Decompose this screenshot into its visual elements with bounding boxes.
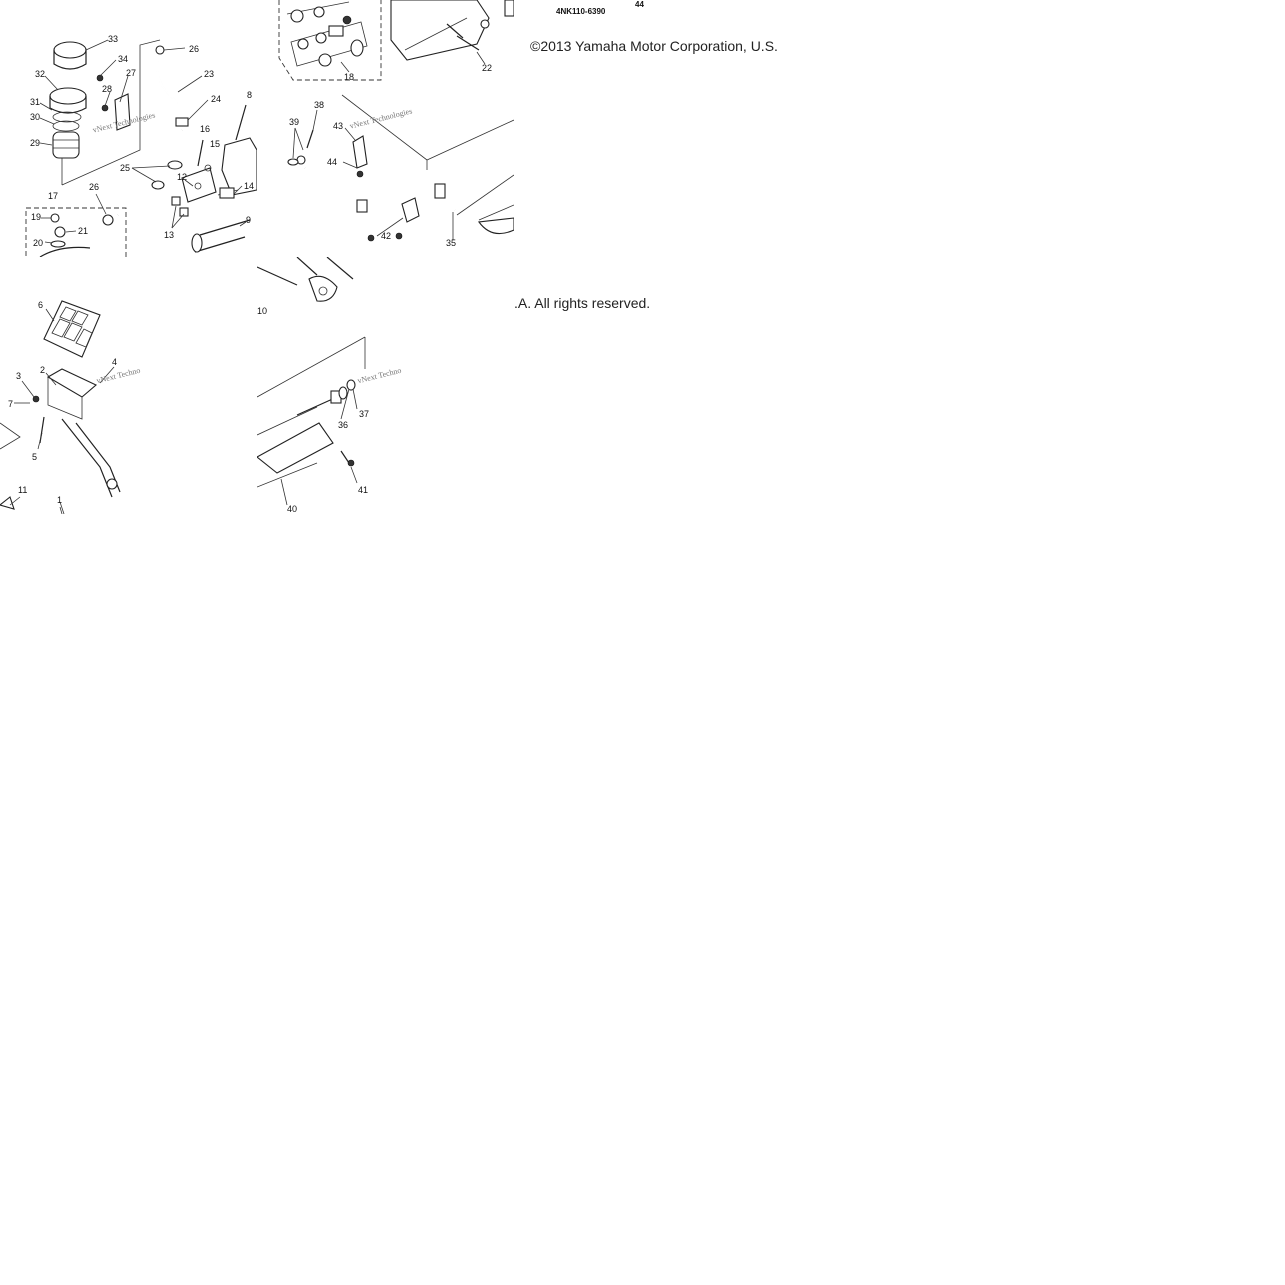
callout-5: 5 [32,452,38,462]
callout-20: 20 [33,238,44,248]
callout-39: 39 [289,117,300,127]
callout-22: 22 [482,63,493,73]
callout-24: 24 [211,94,222,104]
callout-30: 30 [30,112,41,122]
brake-master-cylinder-drawing [25,39,257,257]
callout-29: 29 [30,138,41,148]
callout-26-bottom: 26 [89,182,100,192]
callout-17: 17 [48,191,59,201]
callout-33: 33 [108,34,119,44]
callout-37: 37 [359,409,370,419]
callout-34: 34 [118,54,129,64]
callout-25: 25 [120,163,131,173]
brake-line-drawing [278,0,514,242]
callout-44-top: 44 [635,0,644,9]
callout-23: 23 [204,69,215,79]
callout-18: 18 [344,72,355,82]
callout-28: 28 [102,84,113,94]
callout-8: 8 [247,90,253,100]
callout-44: 44 [327,157,338,167]
diagram-tile-bottom-left: 6 4 2 3 7 5 11 1 vNext Techno [0,257,257,514]
brake-pedal-drawing [0,300,121,514]
callout-14: 14 [244,181,255,191]
diagram-tile-bottom-right: 10 37 36 41 40 vNext Techno [257,257,514,514]
callout-9: 9 [246,215,252,225]
callout-6: 6 [38,300,44,310]
callout-13: 13 [164,230,175,240]
callout-1: 1 [57,495,63,505]
callout-41: 41 [358,485,369,495]
callout-7: 7 [8,399,14,409]
callout-36: 36 [338,420,349,430]
copyright-line-1: ©2013 Yamaha Motor Corporation, U.S. [530,38,778,54]
diagram-tile-top-left: 33 34 32 27 28 31 30 29 26 23 24 8 16 15… [0,0,257,257]
callout-27: 27 [126,68,137,78]
callout-12: 12 [177,172,188,182]
brake-rod-drawing [257,257,366,506]
callout-11: 11 [18,485,28,495]
callout-10: 10 [257,306,268,316]
callout-43: 43 [333,121,344,131]
callout-3: 3 [16,371,22,381]
callout-15: 15 [210,139,221,149]
callout-38: 38 [314,100,325,110]
callout-35: 35 [446,238,457,248]
part-code: 4NK110-6390 [556,7,606,16]
callout-32: 32 [35,69,46,79]
callout-4: 4 [112,357,118,367]
copyright-line-2: .A. All rights reserved. [514,295,651,311]
callout-2: 2 [40,365,46,375]
callout-40: 40 [287,504,298,514]
diagram-tile-top-right: 18 22 38 39 43 44 42 35 vNext Technologi… [257,0,514,257]
callout-21: 21 [78,226,89,236]
callout-31: 31 [30,97,41,107]
callout-19: 19 [31,212,42,222]
callout-42: 42 [381,231,392,241]
callout-16: 16 [200,124,211,134]
callout-26-top: 26 [189,44,200,54]
